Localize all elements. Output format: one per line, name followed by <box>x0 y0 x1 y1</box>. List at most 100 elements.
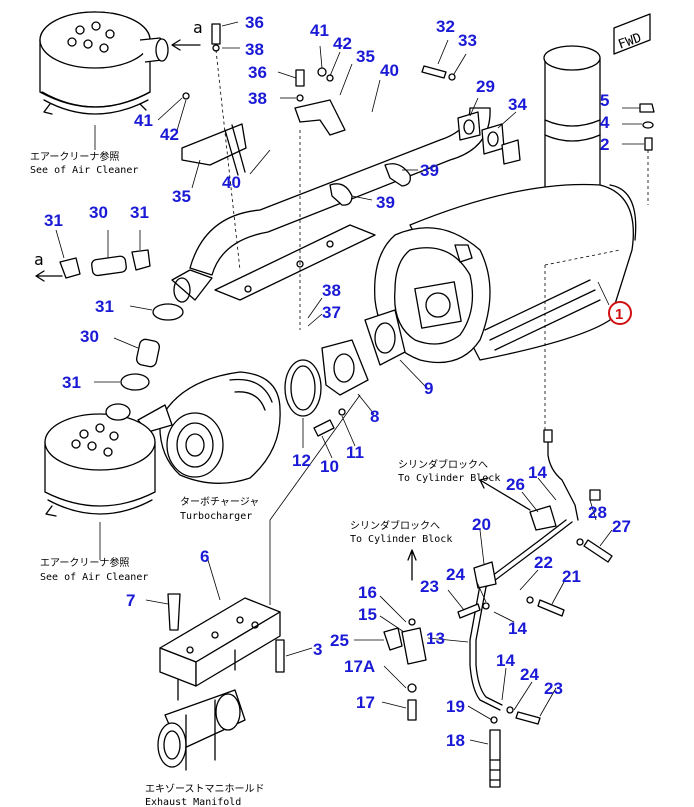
callout-24-upper: 24 <box>446 565 465 584</box>
svg-text:1: 1 <box>615 306 623 323</box>
callout-36-mid: 36 <box>248 63 267 82</box>
callout-8: 8 <box>370 407 379 426</box>
callout-28: 28 <box>588 503 607 522</box>
bolt-21 <box>537 599 565 617</box>
callout-18: 18 <box>446 731 465 750</box>
callout-2: 2 <box>600 135 609 154</box>
callout-29: 29 <box>476 77 495 96</box>
turbo-note-jp: ターボチャージャ <box>180 496 259 508</box>
callout-15: 15 <box>358 605 377 624</box>
hose-30-upper <box>91 255 127 277</box>
callout-numbers: 36 38 41 42 35 36 38 40 32 33 29 34 5 4 … <box>44 13 631 750</box>
callout-39-upper: 39 <box>420 161 439 180</box>
callout-40-top: 40 <box>380 61 399 80</box>
cyl-block-1-note-en: To Cylinder Block <box>398 473 500 484</box>
callout-41-left: 41 <box>134 111 153 130</box>
callout-30-upper: 30 <box>89 203 108 222</box>
bolt-23-upper <box>457 603 481 619</box>
callout-4: 4 <box>600 113 610 132</box>
air-cleaner-bottom-note-jp: エアークリーナ参照 <box>40 556 129 569</box>
callout-39-lower: 39 <box>376 193 395 212</box>
callout-14-mid: 14 <box>508 619 527 638</box>
callout-12: 12 <box>292 451 311 470</box>
clip-26 <box>529 505 557 531</box>
arrow-cyl-block-2 <box>407 549 417 581</box>
callout-26: 26 <box>506 475 525 494</box>
exhaust-note-jp: エキゾーストマニホールド <box>145 783 265 795</box>
callout-11: 11 <box>346 443 364 462</box>
callout-38-top: 38 <box>245 40 264 59</box>
air-cleaner-top-note-en: See of Air Cleaner <box>30 165 138 176</box>
callout-14-lower: 14 <box>496 651 515 670</box>
gasket-34 <box>481 123 505 155</box>
bolt-36-top <box>211 23 221 45</box>
stud-2 <box>644 137 653 151</box>
callout-31-a: 31 <box>44 211 63 230</box>
callout-24-lower: 24 <box>520 665 539 684</box>
callout-36-top: 36 <box>245 13 264 32</box>
callout-16: 16 <box>358 583 377 602</box>
clip-20 <box>473 561 497 589</box>
turbocharger <box>137 371 281 484</box>
callout-31-b: 31 <box>130 203 149 222</box>
bracket-15 <box>401 627 427 665</box>
hose-30-lower <box>135 338 161 368</box>
gasket-29 <box>457 111 481 141</box>
callout-31-d: 31 <box>62 373 81 392</box>
bolt-36-mid <box>295 69 305 87</box>
callout-13: 13 <box>426 629 445 648</box>
callout-27: 27 <box>612 517 631 536</box>
hose-clamp-31-low <box>120 373 150 391</box>
cyl-block-2-note-jp: シリンダブロックへ <box>350 519 440 532</box>
gasket-8 <box>321 339 369 396</box>
callout-23-lower: 23 <box>544 679 563 698</box>
callout-6: 6 <box>200 547 209 566</box>
hose-clamp-31-right <box>131 249 151 271</box>
callout-37: 37 <box>322 303 341 322</box>
air-cleaner-top <box>39 11 169 115</box>
bolt-17 <box>407 699 417 721</box>
callout-38-lower: 38 <box>322 281 341 300</box>
clip-25 <box>383 627 403 651</box>
callout-32: 32 <box>436 17 455 36</box>
gasket-9 <box>364 309 406 366</box>
callout-9: 9 <box>424 379 433 398</box>
bracket-6 <box>159 597 281 701</box>
fwd-arrow: FWD <box>613 13 651 55</box>
callout-23-upper: 23 <box>420 577 439 596</box>
callout-33: 33 <box>458 31 477 50</box>
exhaust-manifold <box>157 689 246 771</box>
bolt-7 <box>167 593 181 631</box>
callout-40-left: 40 <box>222 173 241 192</box>
callout-42-left: 42 <box>160 125 179 144</box>
callout-31-c: 31 <box>95 297 114 316</box>
callout-35-top: 35 <box>356 47 375 66</box>
bolt-28 <box>589 489 601 501</box>
muffler <box>374 45 637 440</box>
drain-tube-upper <box>547 429 579 521</box>
exhaust-note-en: Exhaust Manifold <box>145 797 241 807</box>
bracket-upper <box>294 99 346 136</box>
hose-clamp-31-left <box>59 257 81 279</box>
bolt-32 <box>421 65 447 79</box>
arrow-a-left <box>35 270 63 282</box>
clamp-39-upper <box>384 163 411 187</box>
tube-fitting-upper <box>543 429 553 443</box>
callout-17: 17 <box>356 693 375 712</box>
callout-41-top: 41 <box>310 21 329 40</box>
callout-5: 5 <box>600 91 609 110</box>
callout-10: 10 <box>320 457 339 476</box>
arrow-a-top-label: a <box>193 18 203 37</box>
callout-7: 7 <box>126 591 135 610</box>
callout-34: 34 <box>508 95 527 114</box>
tube-18 <box>489 729 501 788</box>
callout-21: 21 <box>562 567 581 586</box>
arrow-a-left-label: a <box>34 250 44 269</box>
arrow-a-top <box>171 39 201 51</box>
callout-22: 22 <box>534 553 553 572</box>
callout-30-lower: 30 <box>80 327 99 346</box>
bracket-left <box>181 123 247 166</box>
bolt-3 <box>275 639 285 673</box>
callout-3: 3 <box>313 640 322 659</box>
bolt-10 <box>313 419 335 437</box>
